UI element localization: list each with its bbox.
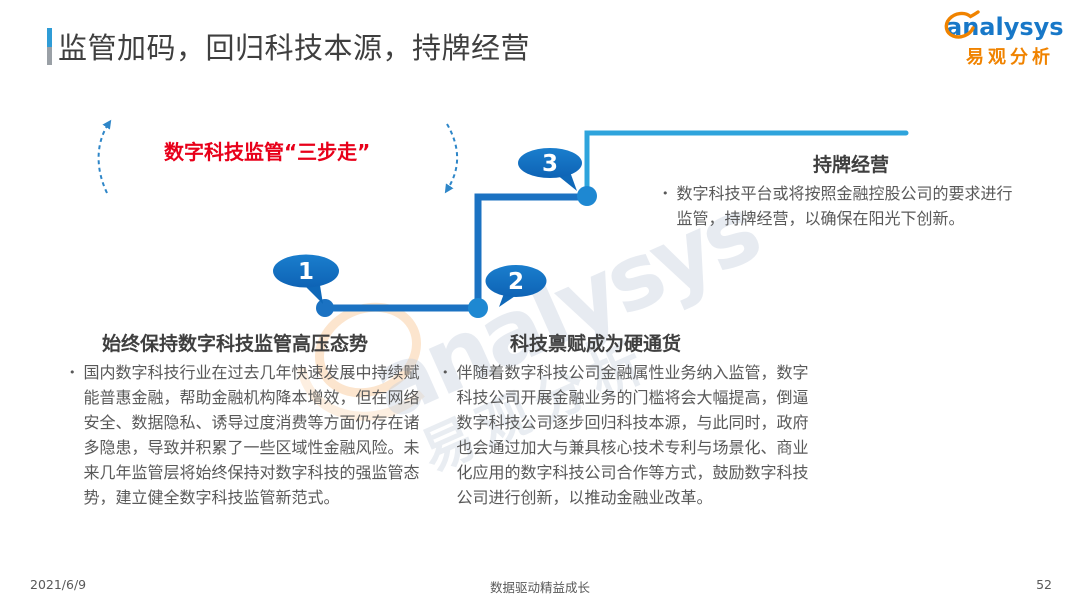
title-accent-bar [47,28,52,65]
step-1-title: 始终保持数字科技监管高压态势 [102,333,369,355]
step-3-badge: 3 [518,148,582,191]
bullet-icon: • [442,366,449,379]
bullet-icon: • [69,366,76,379]
watermark-swoosh-icon [296,283,450,421]
step-3-number: 3 [542,151,558,177]
step-1-body: • 国内数字科技行业在过去几年快速发展中持续赋 能普惠金融，帮助金融机构降本增效… [69,360,425,510]
dashed-arc-left [97,119,112,194]
step-1-number: 1 [298,259,314,285]
step-node-2 [468,298,488,318]
logo-brand-text: analysys [944,10,1064,40]
step-2-title: 科技禀赋成为硬通货 [510,333,682,355]
step-line-lower [325,193,589,312]
dashed-arc-right [444,123,459,194]
footer-motto: 数据驱动精益成长 [489,580,590,595]
step-2-body: • 伴随着数字科技公司金融属性业务纳入监管，数字 科技公司开展金融业务的门槛将会… [442,360,814,510]
page-title: 监管加码，回归科技本源，持牌经营 [58,31,531,65]
logo-swoosh-icon [944,10,980,39]
step-1-badge: 1 [273,254,339,304]
diagram-caption: 数字科技监管“三步走” [164,140,371,164]
step-3-body: • 数字科技平台或将按照金融控股公司的要求进行 监管，持牌经营，以确保在阳光下创… [662,181,1022,231]
footer-page-number: 52 [1036,577,1052,592]
brand-logo: analysys 易观分析 [944,10,1064,69]
step-2-number: 2 [508,269,524,295]
step-node-1 [316,299,334,317]
step-node-3 [577,186,597,206]
footer-date: 2021/6/9 [30,577,87,592]
step-2-badge: 2 [485,265,547,307]
bullet-icon: • [662,187,669,200]
step-line-upper [584,130,909,202]
step-3-title: 持牌经营 [813,154,890,176]
logo-brand-cn-text: 易观分析 [966,47,1054,69]
